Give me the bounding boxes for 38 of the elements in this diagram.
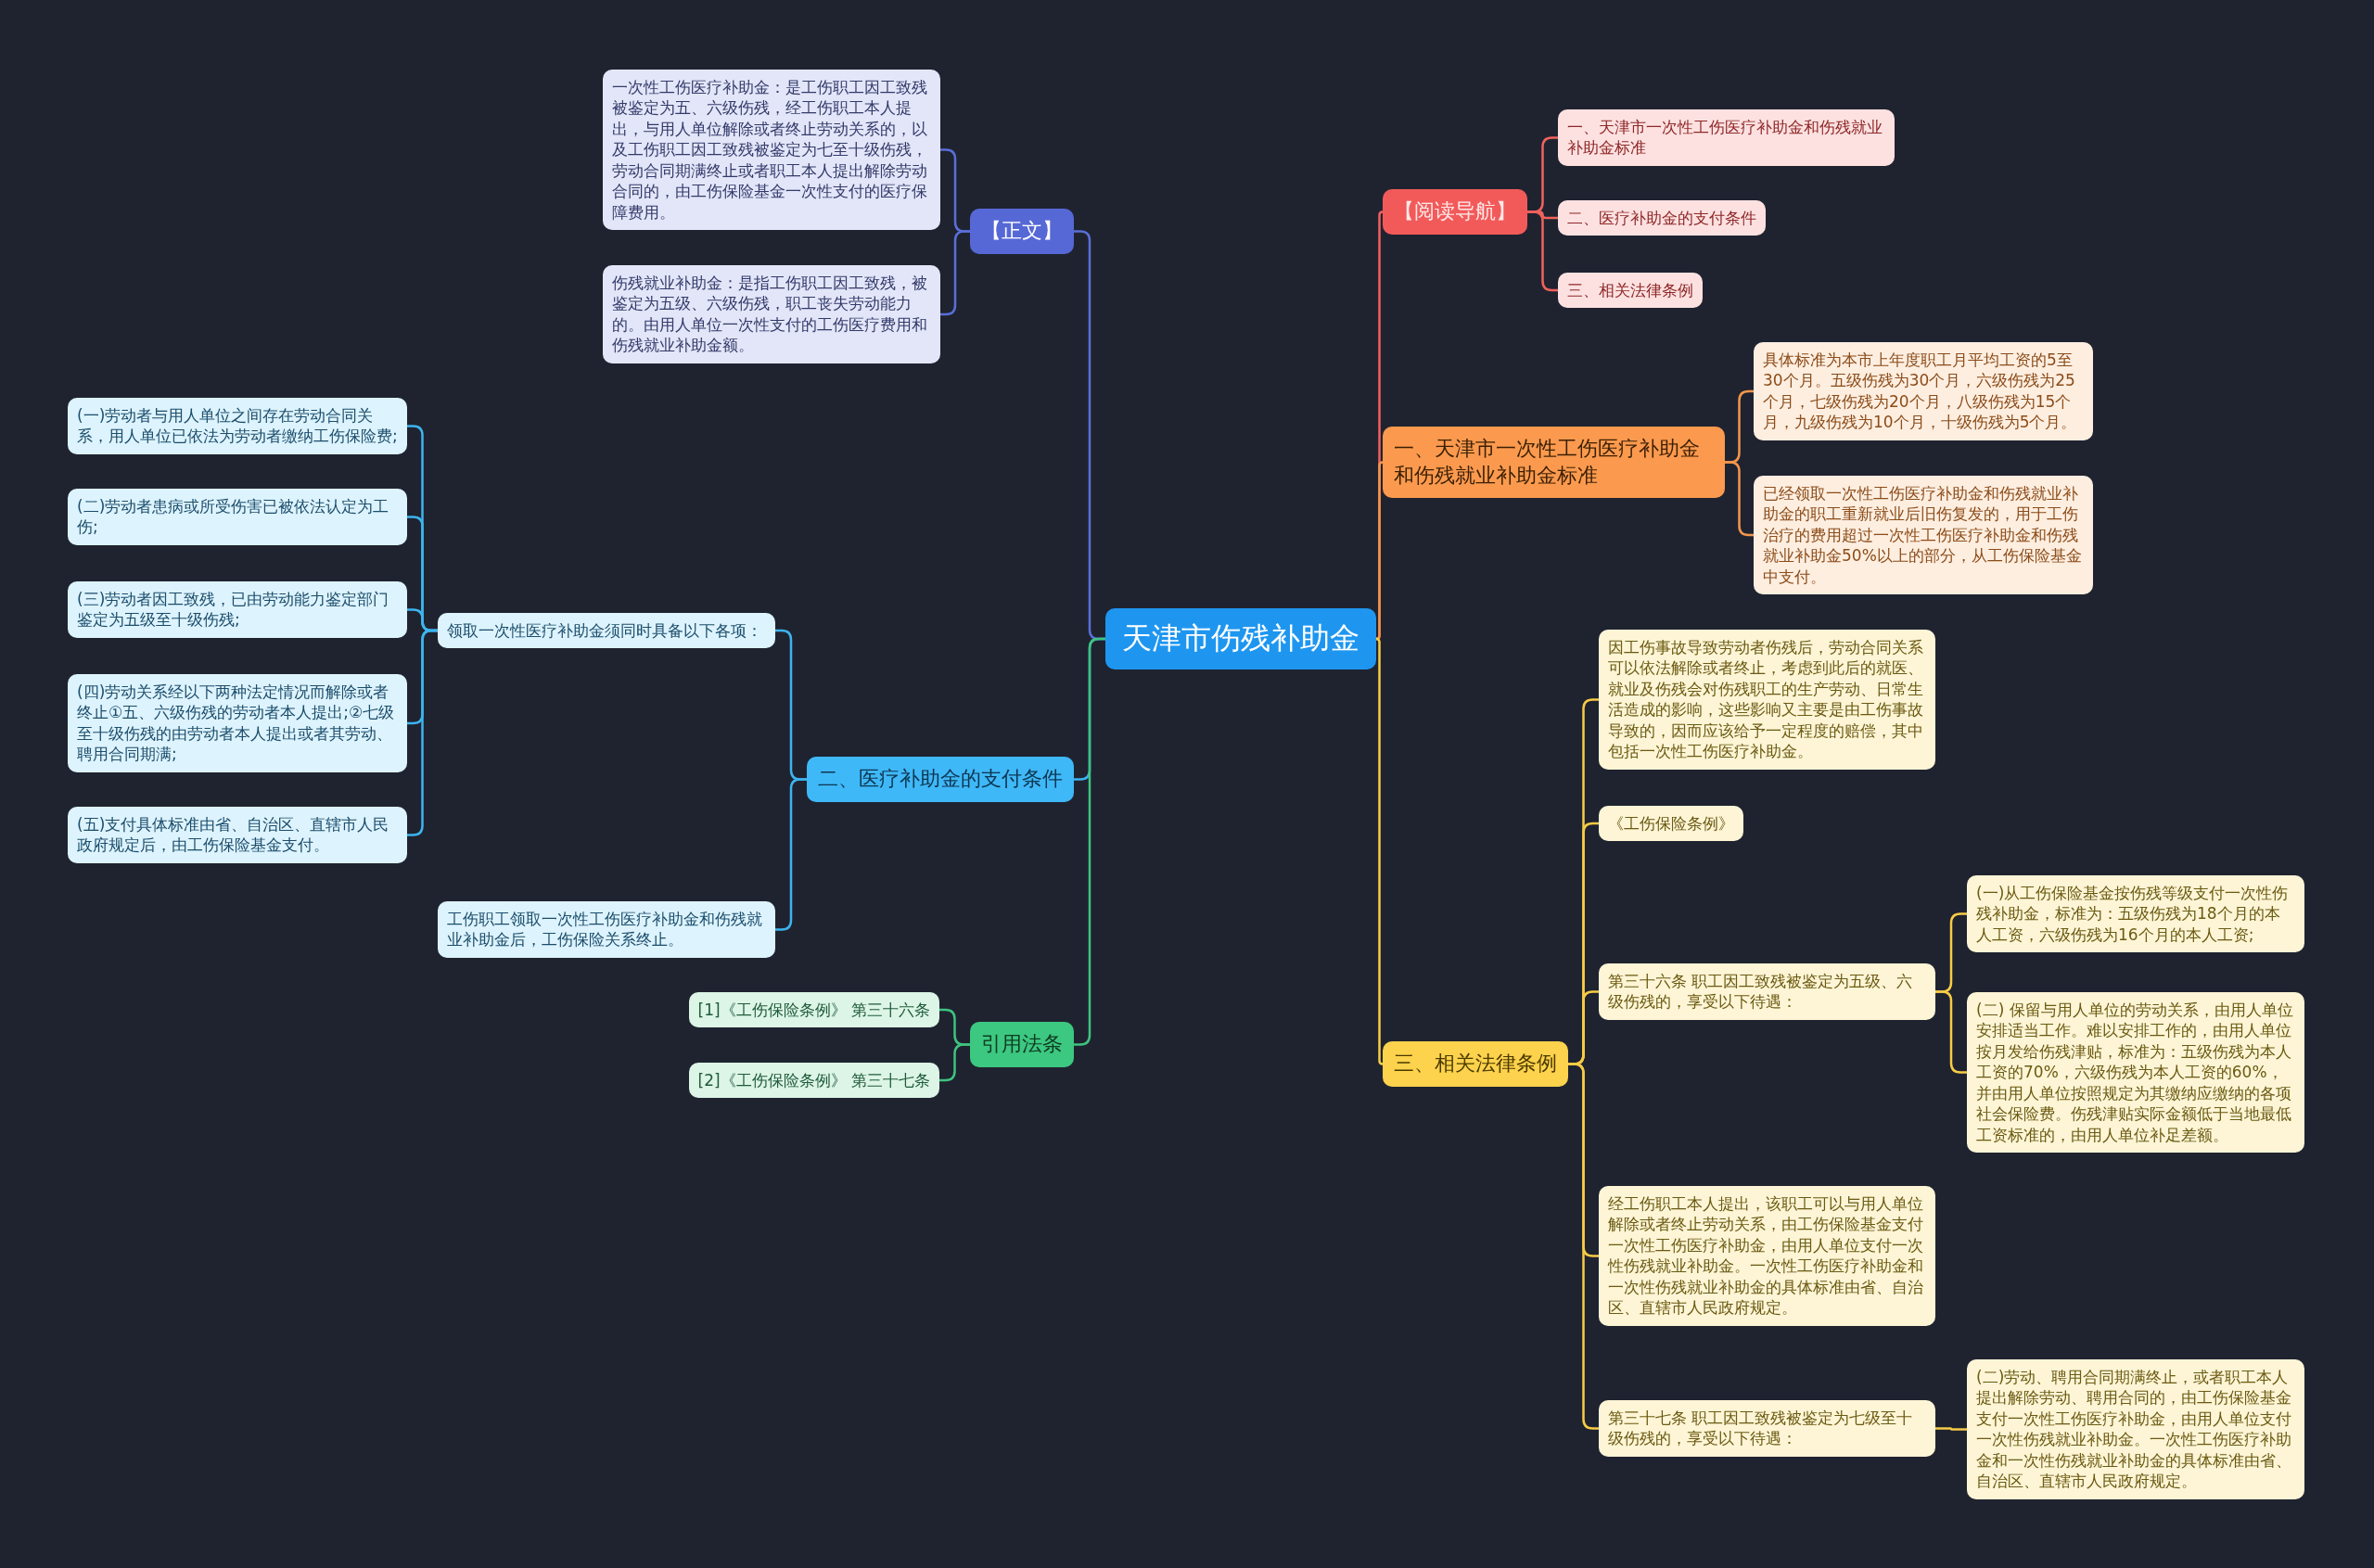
leaf-box: (二)劳动者患病或所受伤害已被依法认定为工伤; [68, 489, 407, 545]
leaf-box: 第三十七条 职工因工致残被鉴定为七级至十级伤残的，享受以下待遇： [1599, 1400, 1935, 1457]
root-topic: 天津市伤残补助金 [1105, 608, 1376, 669]
branch-box: 三、相关法律条例 [1383, 1041, 1568, 1087]
leaf-box: (一)从工伤保险基金按伤残等级支付一次性伤残补助金，标准为：五级伤残为18个月的本人工资，六级伤残为16个月的本人工资; [1967, 875, 2304, 953]
leaf-box: 因工伤事故导致劳动者伤残后，劳动合同关系可以依法解除或者终止，考虑到此后的就医、就业及伤残会对伤残职工的生产劳动、日常生活造成的影响，这些影响又主要是由工伤事故导致的，因而应该给予一定程度的赔偿，其中包括一次性工伤医疗补助金。 [1599, 630, 1935, 770]
leaf-box: 三、相关法律条例 [1558, 273, 1703, 309]
leaf-box: (五)支付具体标准由省、自治区、直辖市人民政府规定后，由工伤保险基金支付。 [68, 807, 407, 863]
branch-box: 一、天津市一次性工伤医疗补助金和伤残就业补助金标准 [1383, 427, 1725, 499]
leaf-box: 一、天津市一次性工伤医疗补助金和伤残就业补助金标准 [1558, 109, 1895, 166]
leaf-box: 第三十六条 职工因工致残被鉴定为五级、六级伤残的，享受以下待遇： [1599, 963, 1935, 1020]
connector [1935, 1427, 1967, 1431]
leaf-box: 已经领取一次性工伤医疗补助金和伤残就业补助金的职工重新就业后旧伤复发的，用于工伤治疗的费用超过一次性工伤医疗补助金和伤残就业补助金50%以上的部分，从工伤保险基金中支付。 [1754, 476, 2093, 595]
branch-box: 【阅读导航】 [1383, 189, 1527, 235]
leaf-box: (二) 保留与用人单位的劳动关系，由用人单位安排适当工作。难以安排工作的，由用人单位按月发给伤残津贴，标准为：五级伤残为本人工资的70%，六级伤残为本人工资的60%，并由用人单位按照规定为其缴纳应缴纳的各项社会保险费。伤残津贴实际金额低于当地最低工资标准的，由用人单位补足差额。 [1967, 992, 2304, 1154]
leaf-box: (四)劳动关系经以下两种法定情况而解除或者终止①五、六级伤残的劳动者本人提出;②七级至十级伤残的由劳动者本人提出或者其劳动、聘用合同期满; [68, 674, 407, 772]
leaf-box: (一)劳动者与用人单位之间存在劳动合同关系，用人单位已依法为劳动者缴纳工伤保险费; [68, 398, 407, 454]
leaf-box: 领取一次性医疗补助金须同时具备以下各项： [438, 613, 775, 649]
branch-box: 【正文】 [970, 209, 1074, 254]
connector [1527, 210, 1558, 292]
connector [1568, 1063, 1599, 1430]
connector [1374, 637, 1385, 1065]
leaf-box: 二、医疗补助金的支付条件 [1558, 200, 1766, 236]
leaf-box: 具体标准为本市上年度职工月平均工资的5至30个月。五级伤残为30个月，六级伤残为25个月，七级伤残为20个月，八级伤残为15个月，九级伤残为10个月，十级伤残为5个月。 [1754, 342, 2093, 440]
leaf-box: 工伤职工领取一次性工伤医疗补助金和伤残就业补助金后，工伤保险关系终止。 [438, 901, 775, 958]
branch-box: 二、医疗补助金的支付条件 [807, 757, 1074, 802]
leaf-box: [2]《工伤保险条例》 第三十七条 [688, 1063, 939, 1099]
leaf-box: (三)劳动者因工致残，已由劳动能力鉴定部门鉴定为五级至十级伤残; [68, 581, 407, 638]
leaf-box: (二)劳动、聘用合同期满终止，或者职工本人提出解除劳动、聘用合同的，由工伤保险基金支付一次性工伤医疗补助金，由用人单位支付一次性伤残就业补助金。一次性工伤医疗补助金和一次性伤残就业补助金的具体标准由省、自治区、直辖市人民政府规定。 [1967, 1359, 2304, 1499]
connector [1374, 461, 1385, 641]
leaf-box: 《工伤保险条例》 [1599, 806, 1743, 842]
leaf-box: 一次性工伤医疗补助金：是工伤职工因工致残被鉴定为五、六级伤残，经工伤职工本人提出，与用人单位解除或者终止劳动关系的，以及工伤职工因工致残被鉴定为七至十级伤残，劳动合同期满终止或者职工本人提出解除劳动合同的，由工伤保险基金一次性支付的医疗保障费用。 [603, 70, 940, 231]
connector [407, 629, 438, 836]
connector [939, 1043, 970, 1082]
leaf-box: 伤残就业补助金：是指工伤职工因工致残，被鉴定为五级、六级伤残，职工丧失劳动能力的。由用人单位一次性支付的工伤医疗费用和伤残就业补助金额。 [603, 265, 940, 363]
branch-box: 引用法条 [970, 1022, 1074, 1067]
leaf-box: [1]《工伤保险条例》 第三十六条 [688, 992, 939, 1028]
leaf-box: 经工伤职工本人提出，该职工可以与用人单位解除或者终止劳动关系，由工伤保险基金支付一次性工伤医疗补助金，由用人单位支付一次性伤残就业补助金。一次性工伤医疗补助金和一次性伤残就业补助金的具体标准由省、自治区、直辖市人民政府规定。 [1599, 1186, 1935, 1326]
